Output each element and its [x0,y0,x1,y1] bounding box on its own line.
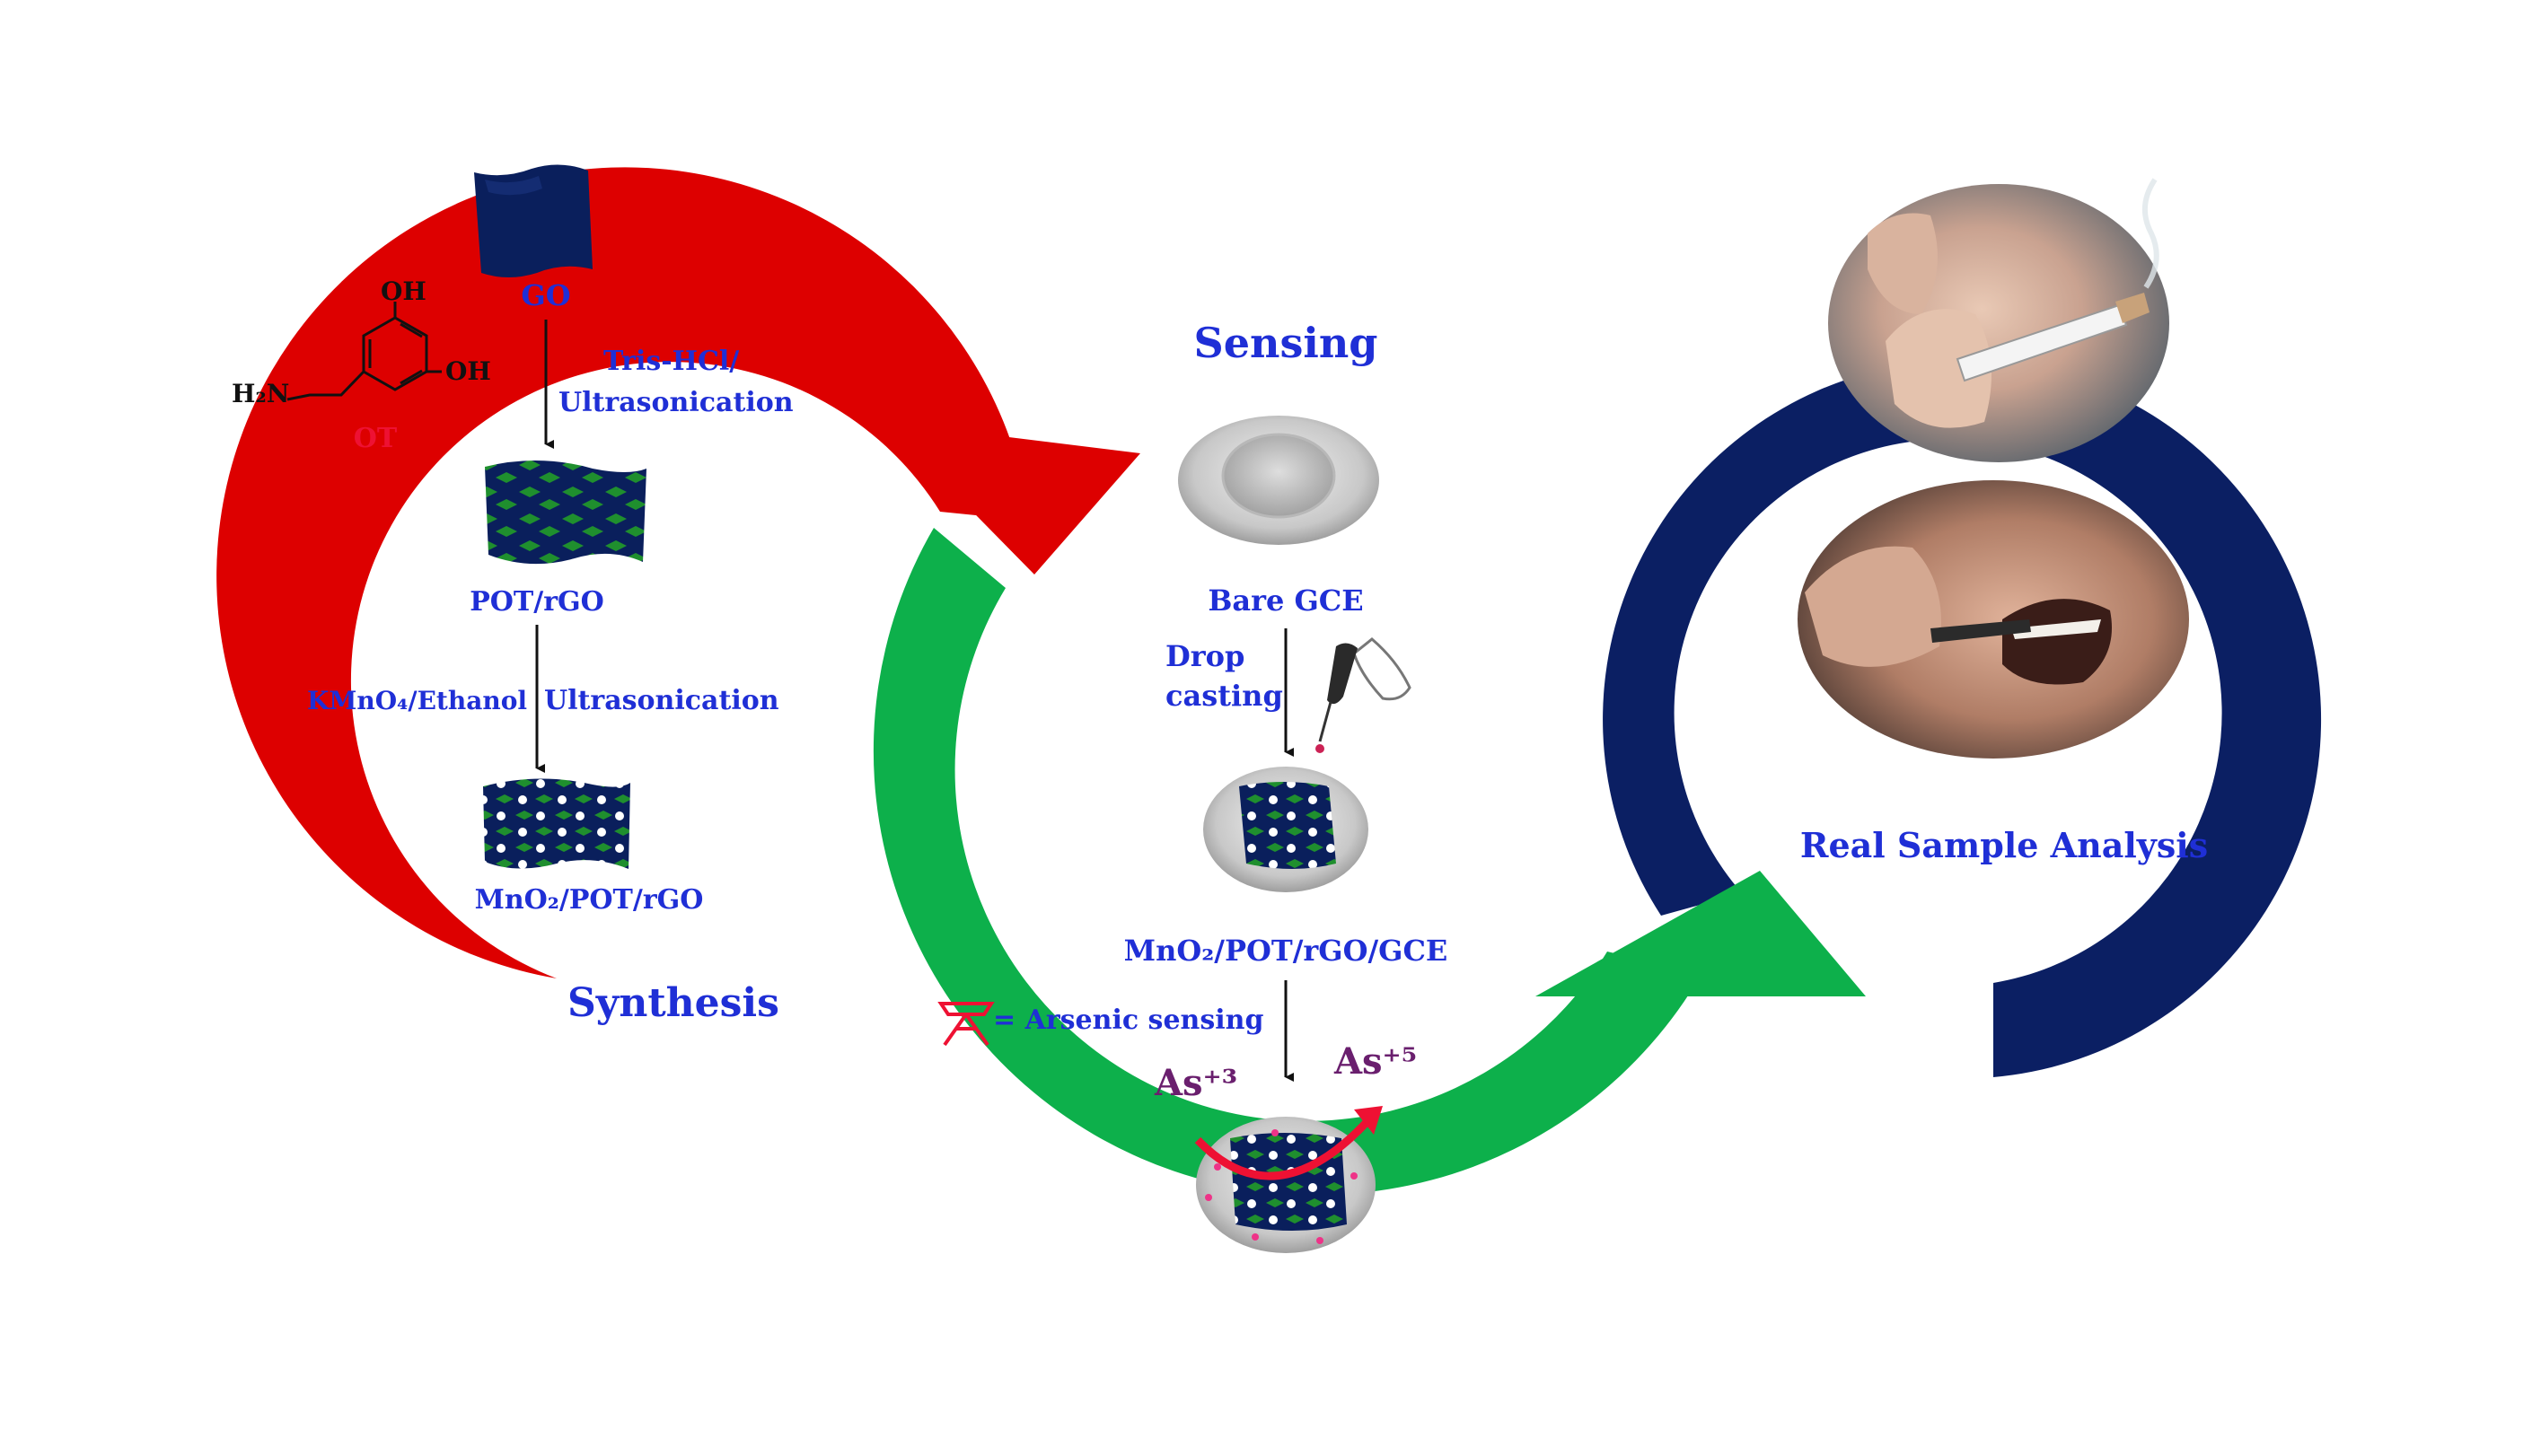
drop-casting-line1: Drop [1165,639,1244,673]
real-sample-analysis-title: Real Sample Analysis [1800,825,2208,865]
sensing-title: Sensing [1194,319,1378,367]
smoking-cigarette-photo [1828,178,2169,462]
ot-amine: H₂N [232,379,289,408]
as5-label: As⁺⁵ [1333,1040,1417,1083]
go-label: GO [521,278,570,312]
ot-oh1: OH [381,276,426,306]
as3-label: As⁺³ [1154,1062,1237,1104]
mno2-pot-rgo-label: MnO₂/POT/rGO [475,884,704,916]
arsenic-detection-electrode-icon [1194,1106,1383,1253]
step1-label-line1: Tris-HCl/ [603,346,739,377]
go-sheet-icon [474,164,593,277]
bare-gce-electrode-icon [1178,416,1379,545]
drop-casting-line2: casting [1165,679,1283,713]
modified-gce-label: MnO₂/POT/rGO/GCE [1124,934,1448,968]
ot-oh2: OH [445,356,491,386]
sensing-arrow [873,528,1866,1196]
step1-label-line2: Ultrasonication [558,387,794,418]
step2-left-label: KMnO₄/Ethanol [307,686,527,715]
arsenic-sensing-legend: = Arsenic sensing [993,1004,1263,1036]
synthesis-title: Synthesis [567,980,779,1026]
ot-label: OT [354,423,398,454]
pipette-icon [1315,637,1411,753]
synthesis-arrow [216,167,1140,1074]
ot-structure [286,302,442,401]
oral-sample-photo [1798,480,2189,759]
modified-gce-electrode-icon [1203,767,1368,892]
bare-gce-label: Bare GCE [1208,583,1363,618]
mno2-pot-rgo-sheet-icon [483,778,630,869]
step2-right-label: Ultrasonication [544,685,779,716]
pot-rgo-label: POT/rGO [470,586,604,618]
pot-rgo-sheet-icon [485,460,646,565]
arsenic-sensing-icon [937,1002,995,1047]
